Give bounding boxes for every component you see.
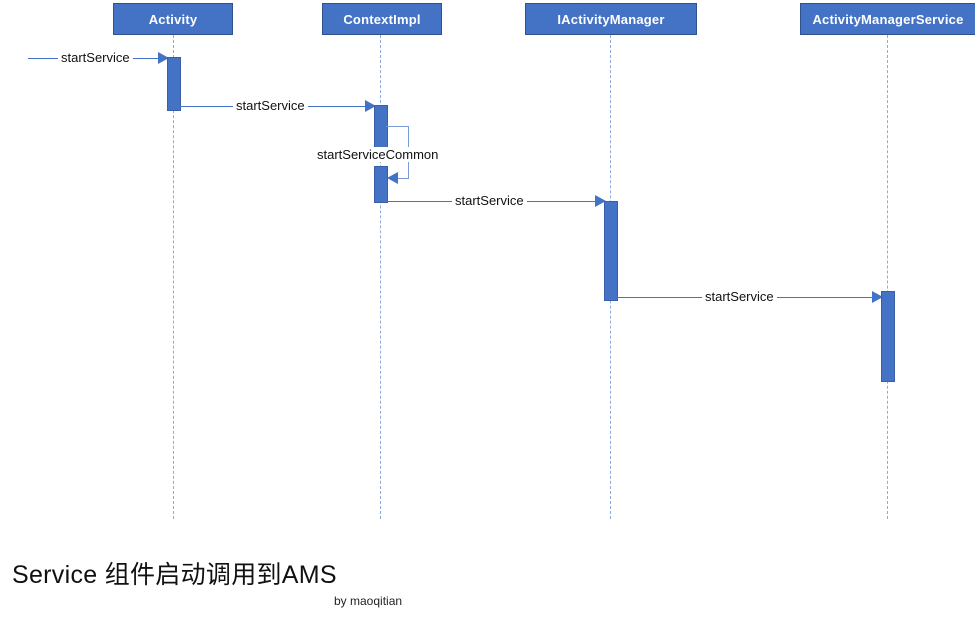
activation-bar-iactivitymanager bbox=[604, 201, 618, 301]
diagram-title: Service 组件启动调用到AMS bbox=[12, 561, 337, 589]
arrow-head-icon-4 bbox=[872, 291, 883, 303]
selfcall-segment-top bbox=[386, 126, 408, 127]
selfcall-segment-bottom bbox=[398, 178, 409, 179]
message-label-startService-1: startService bbox=[58, 50, 133, 65]
arrow-head-icon-2 bbox=[365, 100, 376, 112]
message-label-startService-3: startService bbox=[452, 193, 527, 208]
activation-bar-contextimpl-2 bbox=[374, 166, 388, 203]
lifeline-contextimpl bbox=[380, 35, 381, 519]
participant-label: Activity bbox=[148, 11, 198, 27]
participant-label: ContextImpl bbox=[343, 11, 421, 27]
arrow-head-icon-1 bbox=[158, 52, 169, 64]
message-label-startServiceCommon: startServiceCommon bbox=[314, 147, 442, 162]
activation-bar-activitymanagerservice bbox=[881, 291, 895, 382]
participant-label: IActivityManager bbox=[557, 11, 665, 27]
lifeline-activity bbox=[173, 35, 174, 519]
participant-header-contextimpl[interactable]: ContextImpl bbox=[322, 3, 442, 35]
participant-header-activitymanagerservice[interactable]: ActivityManagerService bbox=[800, 3, 975, 35]
diagram-author: by maoqitian bbox=[334, 594, 403, 608]
lifeline-activitymanagerservice bbox=[887, 35, 888, 519]
arrow-head-icon-selfcall bbox=[387, 172, 398, 184]
participant-header-iactivitymanager[interactable]: IActivityManager bbox=[525, 3, 697, 35]
arrow-head-icon-3 bbox=[595, 195, 606, 207]
participant-label: ActivityManagerService bbox=[812, 11, 964, 27]
message-label-startService-4: startService bbox=[702, 289, 777, 304]
participant-header-activity[interactable]: Activity bbox=[113, 3, 233, 35]
activation-bar-activity bbox=[167, 57, 181, 111]
message-label-startService-2: startService bbox=[233, 98, 308, 113]
